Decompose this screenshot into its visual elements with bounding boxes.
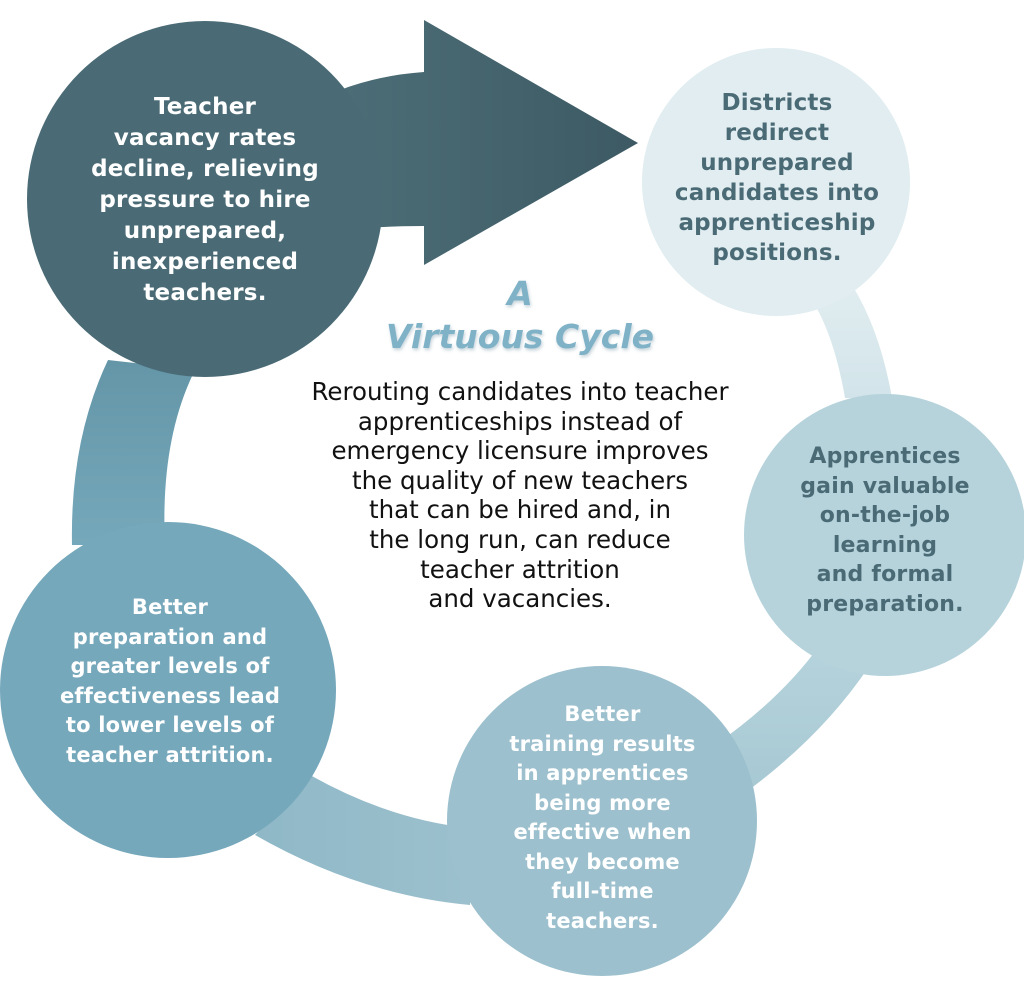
arrow-1-to-2 (340, 20, 638, 265)
connector-2-to-3 (815, 285, 892, 398)
connector-3-to-4 (715, 645, 870, 800)
summary-text: Rerouting candidates into teacher appren… (311, 377, 729, 614)
connector-4-to-5 (255, 775, 470, 905)
cycle-step-4-text: Better training results in apprentices b… (509, 702, 696, 933)
cycle-step-1-text: Teacher vacancy rates decline, relieving… (91, 94, 319, 306)
cycle-step-3-text: Apprentices gain valuable on-the-job lea… (800, 444, 970, 617)
title-line-2: Virtuous Cycle (385, 317, 655, 356)
cycle-step-2-text: Districts redirect unprepared candidates… (674, 90, 880, 266)
cycle-circle-5 (0, 522, 336, 858)
cycle-circle-4 (447, 666, 757, 976)
cycle-circle-1 (27, 21, 383, 377)
cycle-step-5-text: Better preparation and greater levels of… (59, 595, 281, 767)
cycle-circle-2 (642, 48, 910, 316)
cycle-circle-3 (744, 394, 1024, 676)
connector-5-to-1 (71, 360, 195, 545)
title-line-1: A (507, 274, 533, 313)
